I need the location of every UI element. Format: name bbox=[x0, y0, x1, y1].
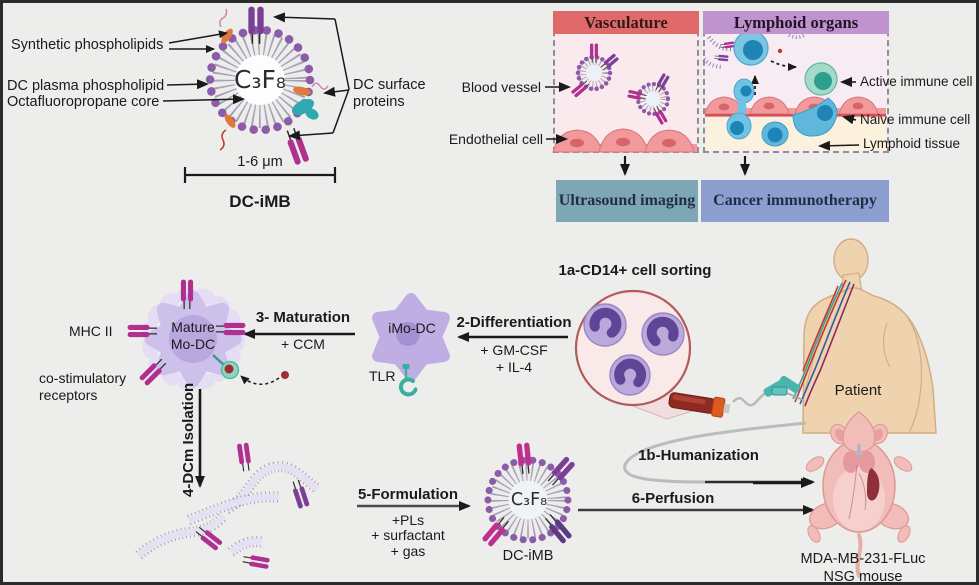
step-2-reagent-il4: + IL-4 bbox=[495, 359, 533, 375]
co-stimulatory-label: co-stimulatory receptors bbox=[39, 370, 127, 403]
step-5-reagent-gas: + gas bbox=[390, 543, 426, 559]
endothelium-vasculature bbox=[552, 128, 697, 153]
humanization-curve bbox=[623, 421, 807, 484]
core-formula-schematic: C₃F₈ bbox=[234, 65, 286, 94]
patient-label: Patient bbox=[834, 382, 882, 399]
step-2-label: 2-Differentiation bbox=[456, 314, 572, 331]
mouse-organ bbox=[867, 468, 880, 501]
dc-imb-title: DC-iMB bbox=[229, 192, 291, 211]
step-2-reagent-gmcsf: + GM-CSF bbox=[480, 342, 548, 358]
label-naive-immune-cell: Naive immune cell bbox=[860, 112, 971, 127]
step-5-reagent-surfactant: + surfactant bbox=[371, 527, 445, 543]
blood-tube bbox=[668, 375, 804, 418]
microbubble-in-vessel-2 bbox=[626, 72, 671, 126]
label-blood-vessel: Blood vessel bbox=[461, 79, 541, 95]
figure-art bbox=[126, 5, 937, 578]
vasculature-banner: Vasculature bbox=[553, 11, 699, 34]
label-dc-surface-proteins: DC surface proteins bbox=[353, 77, 426, 111]
microbubble-schematic bbox=[205, 5, 329, 167]
mature-dc-cell bbox=[126, 278, 289, 391]
label-endothelial-cell: Endothelial cell bbox=[448, 131, 543, 147]
catheter-butterfly bbox=[763, 375, 804, 401]
endothelium-lymphoid bbox=[704, 96, 886, 117]
panel-label-arrows bbox=[545, 77, 860, 151]
cell-sorting-inset bbox=[574, 289, 704, 420]
lymphoid-art bbox=[702, 20, 886, 147]
patient-figure bbox=[792, 238, 937, 434]
scale-bar bbox=[183, 167, 337, 183]
label-lymphoid-tissue: Lymphoid tissue bbox=[863, 136, 961, 151]
step-3-reagent-ccm: + CCM bbox=[281, 336, 325, 352]
dc-imb-product-label: DC-iMB bbox=[502, 548, 554, 564]
vasculature-art bbox=[552, 43, 697, 153]
label-dc-plasma-phospholipid: DC plasma phospholipid bbox=[7, 78, 165, 94]
size-range-label: 1-6 μm bbox=[237, 154, 283, 170]
label-synthetic-phospholipids: Synthetic phospholipids bbox=[11, 37, 164, 53]
dc-imb-product bbox=[480, 441, 577, 548]
step-1b-label: 1b-Humanization bbox=[638, 447, 759, 464]
mhc-ii-label: MHC II bbox=[69, 323, 113, 339]
lymphoid-banner: Lymphoid organs bbox=[703, 11, 889, 34]
mouse-figure bbox=[753, 411, 913, 578]
step-4-label: 4-DCm Isolation bbox=[180, 382, 197, 497]
step-5-label: 5-Formulation bbox=[358, 486, 458, 503]
mature-cell-label: Mature Mo-DC bbox=[170, 319, 216, 352]
step-3-label: 3- Maturation bbox=[255, 309, 351, 326]
antigen-capture bbox=[212, 354, 289, 385]
microbubble-in-vessel-1 bbox=[570, 43, 620, 99]
step-1a-label: 1a-CD14+ cell sorting bbox=[558, 262, 712, 279]
naive-cells-migrating bbox=[726, 78, 838, 147]
schematic-pointer-arrows bbox=[162, 12, 350, 141]
imo-dc-cell bbox=[372, 293, 450, 397]
label-octafluoropropane-core: Octafluoropropane core bbox=[7, 94, 160, 110]
imo-dc-label: iMo-DC bbox=[388, 320, 436, 336]
core-formula-product: C₃F₈ bbox=[510, 490, 548, 510]
ultrasound-imaging-box: Ultrasound imaging bbox=[556, 180, 698, 222]
step-5-reagent-pls: +PLs bbox=[391, 512, 425, 528]
label-active-immune-cell: Active immune cell bbox=[860, 74, 973, 89]
mouse-model-label: MDA-MB-231-FLuc NSG mouse bbox=[800, 551, 926, 585]
membrane-fragments bbox=[135, 441, 322, 570]
cancer-immunotherapy-box: Cancer immunotherapy bbox=[701, 180, 889, 222]
arm-vessels bbox=[792, 279, 855, 407]
step-6-label: 6-Perfusion bbox=[631, 490, 715, 507]
tlr-receptor bbox=[399, 364, 418, 397]
tlr-label: TLR bbox=[369, 368, 396, 384]
monocytes bbox=[583, 303, 685, 396]
